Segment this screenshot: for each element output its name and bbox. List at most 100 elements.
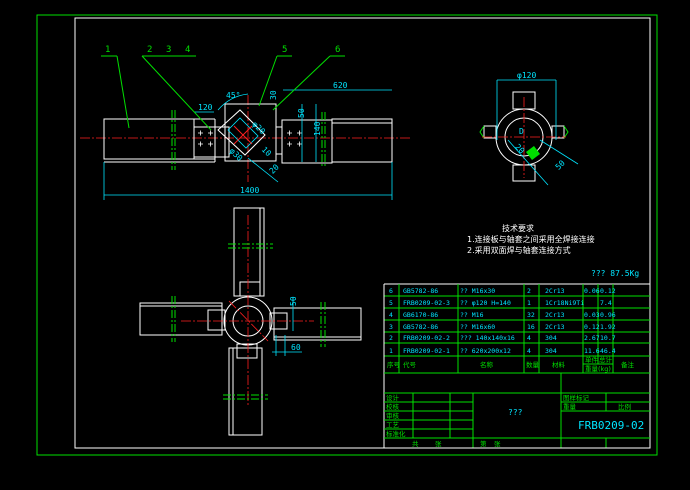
bom-cell-no: 6 [389, 287, 393, 295]
dim-plan-60: 60 [291, 343, 301, 352]
dim-30: 30 [269, 90, 278, 100]
plan-view: 50 60 [139, 207, 362, 436]
dim-plan-50: 50 [289, 296, 298, 306]
bom-cell-no: 4 [389, 311, 393, 319]
dim-diag-phi20: φ20 [250, 120, 267, 137]
dim-50: 50 [554, 158, 567, 171]
bom-cell-qty: 2 [527, 287, 531, 295]
dim-50: 50 [297, 108, 306, 118]
dim-1400: 1400 [240, 186, 259, 195]
svg-text:1: 1 [105, 45, 110, 55]
svg-text:6: 6 [335, 45, 340, 55]
bom-cell-code: GB5782-86 [403, 323, 438, 331]
bom-cell-total: 0.96 [600, 311, 616, 319]
svg-text:重量: 重量 [563, 403, 577, 411]
bom-cell-total: 1.92 [600, 323, 616, 331]
bom-cell-qty: 16 [527, 323, 535, 331]
svg-text:设计: 设计 [386, 393, 400, 402]
svg-text:张: 张 [494, 439, 501, 448]
bom-cell-name: ??? 140x140x16 [460, 334, 515, 342]
front-view: 1400 620 120 45° 30 50 140 φ30 φ20 10 20… [80, 45, 410, 200]
bom-cell-qty: 32 [527, 311, 535, 319]
svg-text:4: 4 [185, 45, 190, 55]
bom-cell-qty: 4 [527, 347, 531, 355]
svg-text:5: 5 [282, 45, 287, 55]
header-qty: 数量 [526, 360, 540, 369]
bolt-marks [198, 130, 302, 147]
note-1: 1.连接板与轴套之间采用全焊接连接 [467, 234, 595, 244]
total-weight: ??? 87.5Kg [591, 269, 639, 278]
bom-cell-no: 2 [389, 334, 393, 342]
bom-row: 5 FRB0209-02-3 ?? φ120 H=140 1 1Cr18Ni9Ti 7.4 [389, 299, 612, 307]
bom-cell-unit: 0.03 [584, 311, 600, 319]
bom-cell-unit: 0.06 [584, 287, 600, 295]
bom-cell-unit: 11.6 [584, 347, 600, 355]
notes-title: 技术要求 [502, 223, 534, 233]
bom-cell-name: ?? M16x60 [460, 323, 495, 331]
bom-cell-no: 3 [389, 323, 393, 331]
header-code: 代号 [403, 360, 417, 369]
dim-diag-10: 10 [260, 145, 273, 158]
drawing-number: FRB0209-02 [578, 419, 644, 432]
svg-text:比例: 比例 [618, 402, 631, 411]
bom-cell-total: 10.7 [600, 334, 616, 342]
dim-d: D [519, 127, 524, 136]
bom-cell-code: GB5782-86 [403, 287, 438, 295]
dim-120: 120 [198, 103, 213, 112]
dim-45deg: 45° [226, 91, 240, 100]
dim-phi120: φ120 [517, 71, 536, 80]
technical-notes: 技术要求 1.连接板与轴套之间采用全焊接连接 2.采用双面焊与轴套连接方式 [467, 223, 595, 255]
svg-text:共: 共 [412, 439, 419, 448]
bom-cell-total: 46.4 [600, 347, 616, 355]
bom-cell-no: 1 [389, 347, 393, 355]
svg-text:2: 2 [147, 45, 152, 55]
svg-text:张: 张 [435, 439, 442, 448]
svg-text:图样标记: 图样标记 [563, 393, 590, 402]
svg-text:标准化: 标准化 [386, 429, 406, 438]
drawing-title: ??? [508, 408, 523, 417]
dim-620: 620 [333, 81, 348, 90]
svg-text:校核: 校核 [386, 402, 400, 411]
header-total: 总计 [599, 355, 613, 364]
bom-cell-unit: 2.67 [584, 334, 600, 342]
inner-frame [74, 17, 651, 449]
bom-cell-total: 7.4 [600, 299, 612, 307]
bom-cell-material: 1Cr18Ni9Ti [545, 299, 584, 307]
dim-diag-20: 20 [268, 162, 281, 175]
header-unit: 单件 [585, 355, 599, 364]
title-block: 设计 校核 审核 工艺 标准化 图样标记 重量 比例 共 张 第 张 ??? F… [384, 372, 650, 449]
header-name: 名称 [480, 360, 494, 369]
bom-cell-material: 304 [545, 334, 557, 342]
bom-cell-code: FRB0209-02-1 [403, 347, 450, 355]
bom-cell-qty: 4 [527, 334, 531, 342]
bom-cell-code: GB6170-86 [403, 311, 438, 319]
bom-cell-name: ?? 620x200x12 [460, 347, 511, 355]
bom-cell-no: 5 [389, 299, 393, 307]
svg-text:3: 3 [166, 45, 171, 55]
dim-140: 140 [313, 121, 322, 136]
bom-cell-unit: 0.12 [584, 323, 600, 331]
bom-cell-name: ?? φ120 H=140 [460, 299, 511, 307]
bom-cell-material: 2Cr13 [545, 323, 565, 331]
bom-cell-material: 2Cr13 [545, 287, 565, 295]
bom-cell-code: FRB0209-02-3 [403, 299, 450, 307]
header-weight-unit: 重量(kg) [585, 365, 611, 373]
header-material: 材料 [552, 360, 566, 369]
side-view: φ120 D 20 50 [479, 71, 579, 186]
bom-cell-total: 0.12 [600, 287, 616, 295]
bom-cell-code: FRB0209-02-2 [403, 334, 450, 342]
outer-frame [36, 14, 658, 456]
svg-text:工艺: 工艺 [386, 421, 400, 429]
bom-cell-qty: 1 [527, 299, 531, 307]
bom-cell-material: 2Cr13 [545, 311, 565, 319]
header-note: 备注 [621, 360, 635, 369]
bom-cell-material: 304 [545, 347, 557, 355]
part-balloons: 1 2 3 4 5 6 [101, 45, 345, 131]
svg-text:审核: 审核 [386, 411, 400, 420]
